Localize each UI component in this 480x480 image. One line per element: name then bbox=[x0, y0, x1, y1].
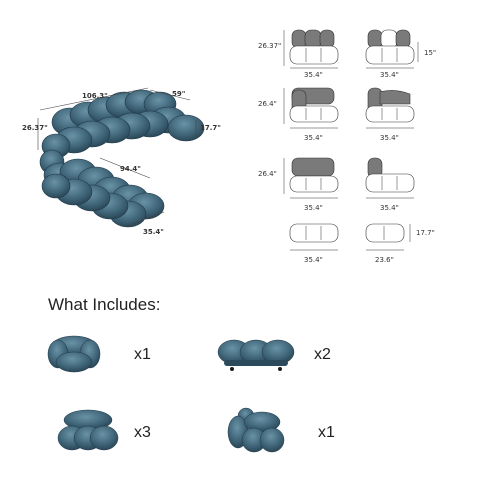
diagram-ottoman-side bbox=[365, 223, 411, 251]
section-title: What Includes: bbox=[48, 295, 161, 314]
diagram-4-width: 35.4" bbox=[380, 134, 399, 142]
armless-module-qty: x3 bbox=[134, 424, 151, 441]
diagram-corner-side bbox=[365, 157, 415, 199]
corner-module-image bbox=[47, 335, 101, 373]
ottoman-module-qty: x2 bbox=[314, 346, 331, 363]
armless-module-image bbox=[57, 409, 119, 451]
diagram-5-width: 35.4" bbox=[304, 204, 323, 212]
corner-module-qty: x1 bbox=[134, 346, 151, 363]
diagram-5-height: 26.4" bbox=[258, 170, 277, 178]
sofa-illustration bbox=[37, 87, 205, 228]
diagram-2-arm-height: 15" bbox=[424, 49, 437, 57]
diagram-corner-top bbox=[283, 87, 339, 129]
diagram-2-width: 35.4" bbox=[380, 71, 399, 79]
sofa-height-label: 26.37" bbox=[22, 124, 48, 132]
ottoman-module-image bbox=[217, 339, 295, 371]
diagram-armless-front bbox=[365, 29, 419, 69]
diagram-7-width: 35.4" bbox=[304, 256, 323, 264]
diagram-8-height: 17.7" bbox=[416, 229, 435, 237]
sofa-length-label: 106.3" bbox=[82, 92, 108, 100]
sofa-seat-height-label: 17.7" bbox=[200, 124, 221, 132]
sofa-chaise-length-label: 94.4" bbox=[120, 165, 141, 173]
sofa-depth-label: 59" bbox=[172, 90, 186, 98]
sofa-module-width-label: 35.4" bbox=[143, 228, 164, 236]
arm-module-qty: x1 bbox=[318, 424, 335, 441]
diagram-6-width: 35.4" bbox=[380, 204, 399, 212]
diagram-arm-top bbox=[365, 87, 415, 129]
diagram-3-height: 26.4" bbox=[258, 100, 277, 108]
diagram-8-width: 23.6" bbox=[375, 256, 394, 264]
diagram-1-width: 35.4" bbox=[304, 71, 323, 79]
diagram-corner-front bbox=[283, 29, 339, 69]
diagram-armless-side bbox=[283, 157, 339, 199]
diagram-1-height: 26.37" bbox=[258, 42, 282, 50]
diagram-ottoman bbox=[289, 223, 339, 251]
diagram-3-width: 35.4" bbox=[304, 134, 323, 142]
arm-module-image bbox=[227, 407, 285, 453]
